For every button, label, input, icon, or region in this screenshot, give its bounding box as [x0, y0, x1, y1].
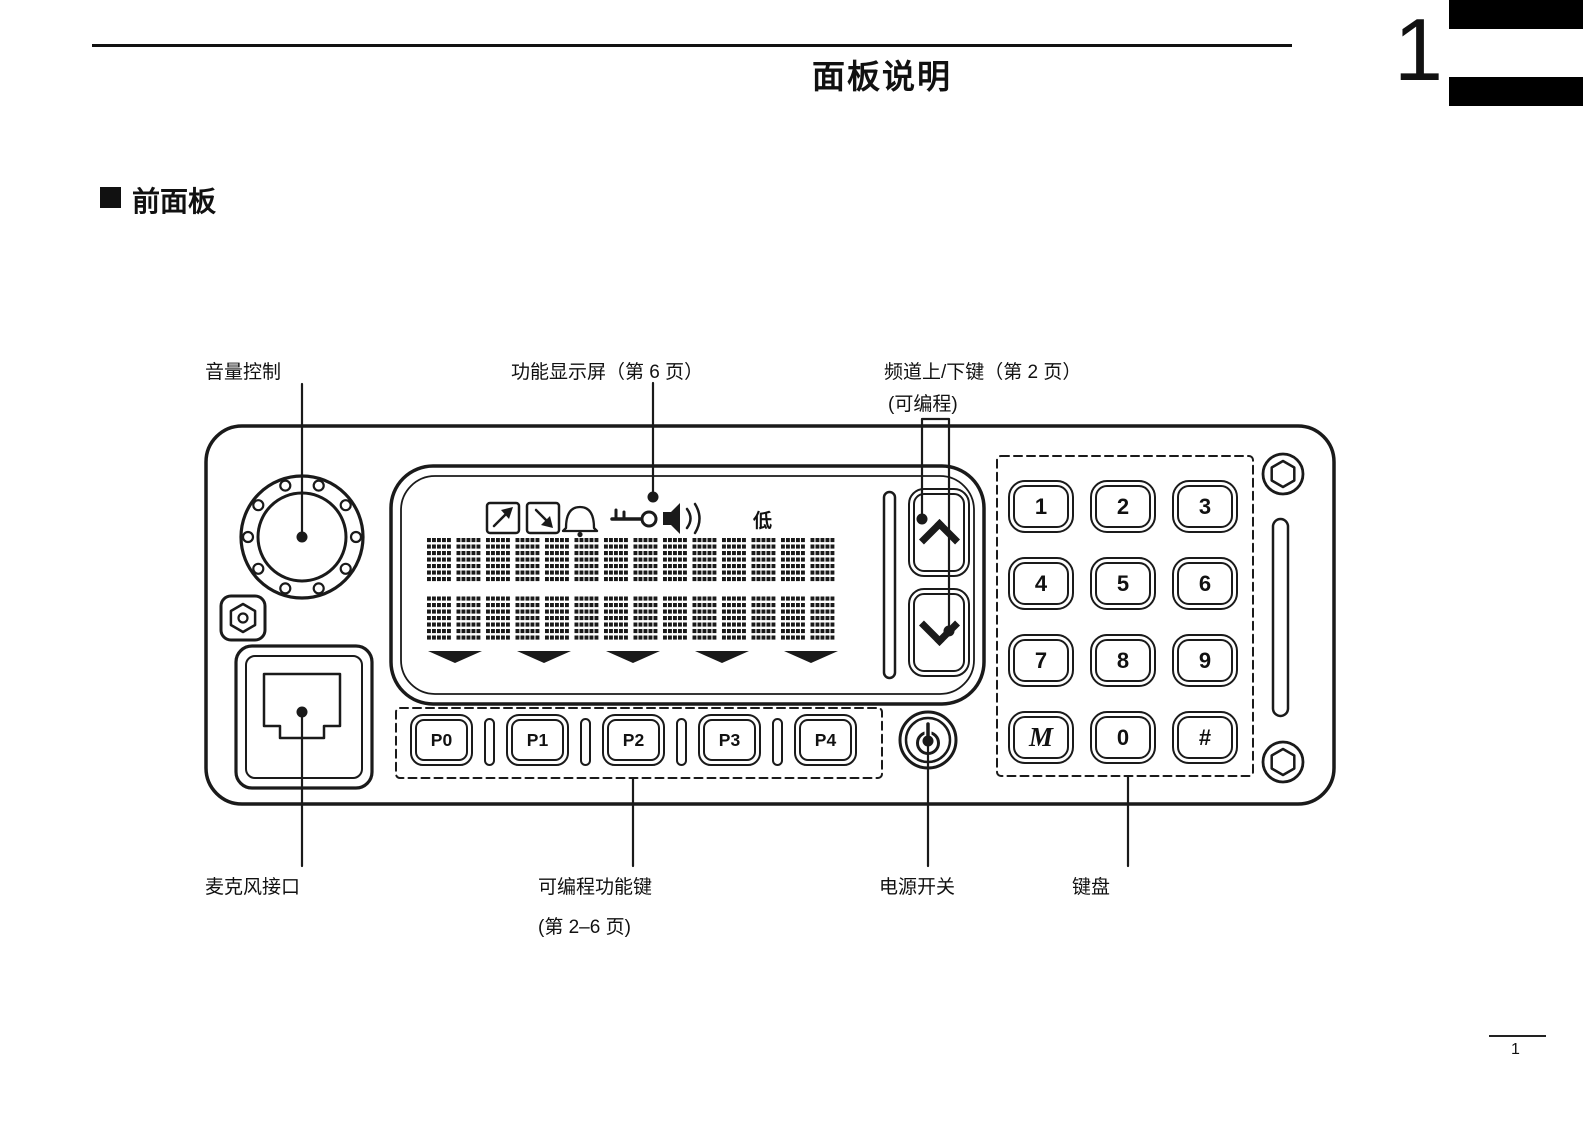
speaker-icon: [663, 502, 701, 535]
arrow-down-right-icon: [525, 501, 561, 535]
callout-program-keys-note: (第 2–6 页): [538, 917, 631, 938]
display-cursor-triangles: [428, 651, 838, 663]
chapter-tab-bar-top: [1449, 0, 1583, 29]
chevron-up-icon: [918, 518, 960, 561]
keypad-key-5: 5: [1090, 557, 1156, 610]
channel-up-key: [908, 488, 970, 577]
bell-icon: [561, 505, 599, 538]
microphone-jack: [234, 644, 374, 790]
page-title: 面板说明: [812, 58, 952, 95]
side-slot: [1271, 517, 1290, 718]
display-low-text: 低: [753, 511, 773, 532]
hex-screw-top-right: [1261, 452, 1305, 496]
key-icon: [610, 508, 658, 528]
keypad-key-4: 4: [1008, 557, 1074, 610]
hex-screw-bottom-right: [1261, 740, 1305, 784]
hex-screw-left: [219, 594, 267, 642]
function-key-p4: P4: [794, 714, 857, 766]
keypad-key-7: 7: [1008, 634, 1074, 687]
keypad-key-6: 6: [1172, 557, 1238, 610]
section-title: 前面板: [132, 186, 217, 217]
keypad-key-1: 1: [1008, 480, 1074, 533]
keypad-key-9: 9: [1172, 634, 1238, 687]
callout-program-keys: 可编程功能键: [538, 877, 653, 898]
section-bullet-square: [100, 187, 121, 208]
callout-channel-keys: 频道上/下键（第 2 页）: [884, 362, 1082, 383]
keypad-key-8: 8: [1090, 634, 1156, 687]
radio-body: [204, 424, 1336, 806]
power-button: [898, 710, 958, 770]
display-status-icons: [485, 501, 701, 538]
keypad-key-m: M: [1008, 711, 1074, 764]
display-dot-matrix: [427, 538, 839, 641]
page-number: 1: [1511, 1041, 1520, 1058]
chapter-number: 1: [1394, 0, 1443, 99]
header-rule: [92, 44, 1292, 47]
chevron-down-icon: [918, 604, 960, 647]
callout-volume: 音量控制: [205, 362, 282, 383]
power-icon: [916, 731, 940, 755]
function-key-p1: P1: [506, 714, 569, 766]
keypad-key-hash: #: [1172, 711, 1238, 764]
channel-down-key: [908, 588, 970, 677]
function-key-p0: P0: [410, 714, 473, 766]
display-bezel: [389, 464, 986, 706]
keypad-key-2: 2: [1090, 480, 1156, 533]
function-key-p2: P2: [602, 714, 665, 766]
callout-channel-keys-note: (可编程): [888, 394, 958, 415]
keypad-key-0: 0: [1090, 711, 1156, 764]
callout-power: 电源开关: [879, 877, 956, 898]
callout-microphone: 麦克风接口: [205, 877, 301, 898]
callout-display: 功能显示屏（第 6 页）: [511, 362, 704, 383]
footer-rule: [1489, 1035, 1546, 1037]
arrow-up-right-icon: [485, 501, 521, 535]
keypad-key-3: 3: [1172, 480, 1238, 533]
volume-knob: [239, 474, 365, 600]
function-key-p3: P3: [698, 714, 761, 766]
display-side-slot: [882, 490, 897, 680]
chapter-tab-bar-bottom: [1449, 77, 1583, 106]
callout-keypad: 键盘: [1072, 877, 1111, 898]
